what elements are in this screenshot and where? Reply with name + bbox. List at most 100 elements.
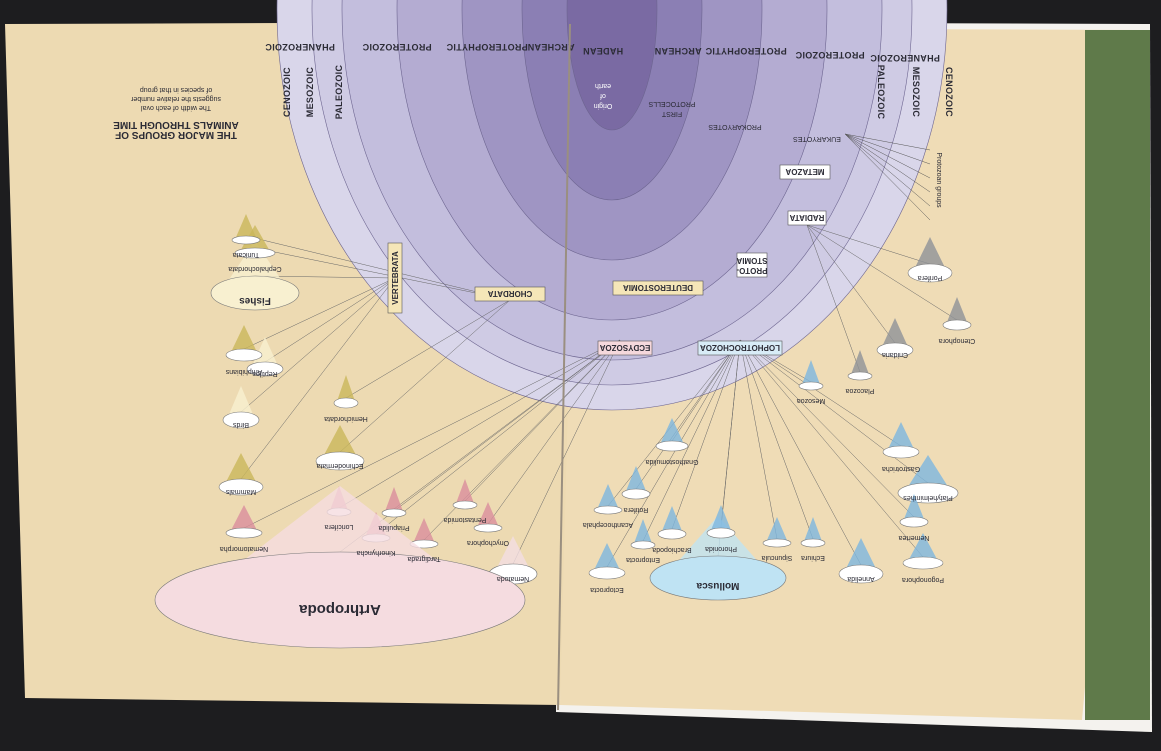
group-oval <box>210 275 300 311</box>
group-cone <box>912 237 948 273</box>
group-oval <box>942 319 972 331</box>
group-cone <box>596 484 620 510</box>
group-oval <box>315 451 365 471</box>
group-oval <box>225 527 263 539</box>
node-deuterostomia: DEUTEROSTOMIA <box>612 280 704 296</box>
group-label-acanthocephala: Acanthocephala <box>583 521 633 528</box>
group-oval <box>655 440 689 452</box>
group-cone <box>850 350 870 376</box>
group-oval <box>621 488 651 500</box>
group-label-kinorhyncha: Kinorhyncha <box>356 549 395 556</box>
group-oval <box>222 411 260 429</box>
group-cone <box>902 494 926 522</box>
group-label-echinodermata: Echinodermata <box>316 462 363 469</box>
protozoan-groups-label: Protozoan groups <box>935 152 942 208</box>
group-label-annelida: Annelida <box>847 575 874 582</box>
group-cone <box>229 325 259 355</box>
group-cone <box>659 418 685 446</box>
group-label-cnidaria: Cnidaria <box>882 351 908 358</box>
group-cone <box>223 453 259 487</box>
svg-text:LOPHOTROCHOZOA: LOPHOTROCHOZOA <box>700 343 780 352</box>
group-oval <box>473 523 503 533</box>
group-oval <box>218 478 264 496</box>
group-oval <box>706 527 736 539</box>
group-oval <box>246 361 284 377</box>
group-oval <box>649 555 787 601</box>
svg-text:VERTEBRATA: VERTEBRATA <box>391 251 400 305</box>
group-label-amphibians: Amphibians <box>225 368 262 375</box>
node-protostomia: PROTO-STOMIA <box>736 252 767 278</box>
group-cone <box>803 517 823 543</box>
group-label-echiura: Echiura <box>801 554 825 561</box>
group-label-rotifera: Rotifera <box>624 506 649 513</box>
group-cone <box>624 466 648 494</box>
group-label-platyhelminthes: Platyhelminthes <box>903 494 953 501</box>
era-label: MESOZOIC <box>305 67 315 118</box>
group-oval <box>154 551 526 649</box>
group-label-ctenophora: Ctenophora <box>939 337 976 344</box>
diagram-title: ANIMALS THROUGH TIME <box>113 119 239 130</box>
group-oval <box>231 235 261 245</box>
branch-lines <box>240 133 958 568</box>
group-cone <box>886 422 916 452</box>
svg-text:ECDYSOZOA: ECDYSOZOA <box>599 343 650 352</box>
diagram-caption: The width of each oval <box>141 104 211 111</box>
era-label: CENOZOIC <box>944 67 954 117</box>
group-cone <box>234 214 258 240</box>
group-cone <box>336 375 356 403</box>
group-label-birds: Birds <box>233 421 249 428</box>
group-cone <box>633 519 653 545</box>
svg-text:STOMIA: STOMIA <box>736 256 767 265</box>
group-label-gastrotricha: Gastrotricha <box>882 465 920 472</box>
group-oval <box>452 500 478 510</box>
group-oval <box>798 381 824 391</box>
group-cone <box>384 487 404 513</box>
group-oval <box>630 540 656 550</box>
group-oval <box>876 342 914 358</box>
group-oval <box>333 397 359 409</box>
group-cone <box>455 479 475 505</box>
era-rings <box>276 0 948 411</box>
group-cone <box>709 505 733 533</box>
next-page-photo <box>1085 30 1150 720</box>
group-cone <box>592 543 622 573</box>
group-oval <box>800 538 826 548</box>
first-protocells-label: FIRST <box>661 110 682 117</box>
group-cone <box>226 386 256 420</box>
era-label: PALEOZOIC <box>876 65 886 120</box>
group-label-entoprocta: Entoprocta <box>626 556 660 563</box>
group-label-mollusca: Mollusca <box>696 580 739 591</box>
group-label-phoronida: Phoronida <box>705 545 737 552</box>
group-oval <box>899 516 929 528</box>
svg-text:PROTO-: PROTO- <box>736 266 767 275</box>
eukaryotes-label: EUKARYOTES <box>793 135 841 142</box>
group-cone <box>765 517 789 543</box>
group-cone <box>945 297 969 325</box>
group-label-loricifera: Loricifera <box>325 523 354 530</box>
node-lophotrochozoa: LOPHOTROCHOZOA <box>697 340 783 356</box>
group-oval <box>762 538 792 548</box>
group-oval <box>225 348 263 362</box>
diagram-caption: of species in that group <box>140 86 212 93</box>
node-chordata: CHORDATA <box>474 286 546 302</box>
group-label-gnathostomulida: Gnathostomulida <box>645 458 698 465</box>
origin-of-earth-label: Origin <box>594 102 613 109</box>
era-label: PROTEROZOIC <box>362 42 432 52</box>
group-label-tardigrada: Tardigrada <box>407 555 440 562</box>
book-spine <box>557 23 571 711</box>
era-label: MESOZOIC <box>911 67 921 118</box>
group-label-nemertea: Nemertea <box>899 534 930 541</box>
group-label-placozoa: Placozoa <box>845 387 874 394</box>
svg-text:CHORDATA: CHORDATA <box>487 289 532 298</box>
group-label-pentastomida: Pentastomida <box>443 516 486 523</box>
group-cone <box>880 318 910 350</box>
group-oval <box>234 247 276 259</box>
era-label: PROTEROPHYTIC <box>705 46 787 56</box>
group-label-nematoda: Nematoda <box>497 575 529 582</box>
prokaryotes-label: PROKARYOTES <box>708 123 761 130</box>
group-label-arthropoda: Arthropoda <box>299 601 381 618</box>
group-oval <box>902 556 944 570</box>
group-label-porifera: Porifera <box>918 274 943 281</box>
group-label-ectoprocta: Ectoprocta <box>590 586 624 593</box>
